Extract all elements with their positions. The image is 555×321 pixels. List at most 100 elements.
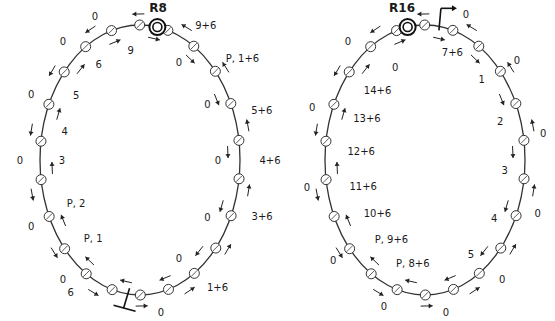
station-slash: [137, 292, 143, 298]
flow-label: 0: [59, 273, 67, 284]
flow-arrow: [480, 246, 487, 255]
arrow-head: [500, 100, 505, 105]
flow-label: 9: [127, 44, 135, 55]
main-station: [149, 19, 165, 35]
flow-label: 1: [477, 73, 485, 84]
arrow-head: [30, 196, 35, 200]
station-slash: [394, 287, 400, 293]
ring-outline: [325, 25, 525, 295]
station-slash: [476, 270, 482, 276]
flow-label: 0: [303, 181, 311, 192]
station-slash: [228, 213, 234, 219]
flow-label: P, 1+6: [225, 53, 261, 64]
flow-arrow: [499, 94, 503, 105]
station-circle: [107, 285, 117, 295]
flow-label: P, 9+6: [374, 233, 410, 244]
station-circle: [135, 20, 145, 30]
arrow-head: [215, 100, 220, 105]
flow-arrow: [370, 26, 380, 33]
flow-label: 5+6: [250, 104, 273, 115]
station-slash: [83, 271, 89, 277]
section-marker: [114, 305, 136, 311]
station-circle: [44, 99, 54, 109]
section-flag: [439, 8, 441, 30]
station-slash: [137, 22, 143, 28]
arrow-head: [338, 253, 342, 258]
flow-label: 0: [344, 36, 352, 47]
arrow-head: [144, 303, 148, 308]
station-slash: [521, 137, 527, 143]
arrow-head: [246, 184, 251, 188]
station-circle: [226, 99, 236, 109]
flow-arrow: [51, 248, 57, 258]
station-circle: [474, 41, 484, 51]
station-slash: [368, 271, 374, 277]
flow-label: 0: [513, 55, 521, 66]
flow-label: 0: [498, 273, 506, 284]
arrow-head: [510, 154, 515, 158]
flow-arrow: [346, 215, 350, 226]
station-circle: [366, 42, 376, 52]
arrow-head: [335, 162, 340, 166]
station-slash: [394, 28, 400, 34]
station-slash: [109, 287, 115, 293]
arrow-head: [94, 291, 99, 295]
flow-label: 0: [27, 220, 35, 231]
arrow-head: [508, 62, 512, 67]
arrow-head: [29, 131, 34, 135]
station-slash: [497, 68, 503, 74]
station-slash: [38, 138, 44, 144]
arrow-head: [120, 279, 124, 284]
flow-label: 0: [59, 36, 67, 47]
flow-label: 6: [66, 286, 74, 297]
flow-arrow: [85, 257, 94, 265]
flow-arrow: [373, 289, 383, 295]
station-slash: [331, 213, 337, 219]
arrow-head: [49, 71, 53, 76]
station-circle: [81, 42, 91, 52]
flow-arrow: [467, 24, 477, 30]
flow-label: 0: [27, 89, 35, 100]
flow-label: 5: [467, 249, 475, 260]
station-circle: [234, 135, 244, 145]
flow-label: 0: [539, 128, 547, 139]
station-slash: [498, 245, 504, 251]
station-circle: [448, 25, 458, 35]
flow-arrow: [109, 40, 120, 45]
station-circle: [474, 268, 484, 278]
flow-arrow: [88, 289, 98, 295]
flow-label: 0: [380, 300, 388, 311]
station-circle: [392, 285, 402, 295]
flow-label: P, 1: [83, 233, 104, 244]
arrow-head: [445, 276, 450, 281]
arrow-head: [452, 5, 457, 11]
flow-label: 0: [391, 62, 399, 73]
station-circle: [60, 244, 70, 254]
main-station-inner: [153, 23, 162, 32]
arrow-head: [440, 37, 444, 42]
station-slash: [236, 137, 242, 143]
arrow-head: [190, 287, 195, 291]
flow-label: 0: [175, 252, 183, 263]
arrow-head: [480, 251, 484, 256]
station-circle: [321, 175, 331, 185]
arrow-head: [80, 64, 84, 69]
station-slash: [323, 177, 329, 183]
flow-arrow: [445, 276, 456, 281]
flow-label: 0: [462, 9, 470, 20]
arrow-head: [370, 257, 375, 262]
station-slash: [213, 245, 219, 251]
arrow-head: [60, 215, 65, 220]
flow-label: 2: [496, 115, 504, 126]
flow-arrow: [77, 64, 84, 73]
arrow-head: [182, 24, 187, 28]
flow-arrow: [510, 244, 516, 254]
arrow-head: [467, 24, 472, 28]
flow-label: 0: [157, 306, 165, 317]
flow-label: 0: [16, 155, 24, 166]
flow-arrow: [160, 276, 171, 281]
arrow-head: [227, 244, 231, 249]
arrow-head: [379, 291, 384, 295]
station-slash: [513, 101, 519, 107]
station-circle: [519, 174, 529, 184]
